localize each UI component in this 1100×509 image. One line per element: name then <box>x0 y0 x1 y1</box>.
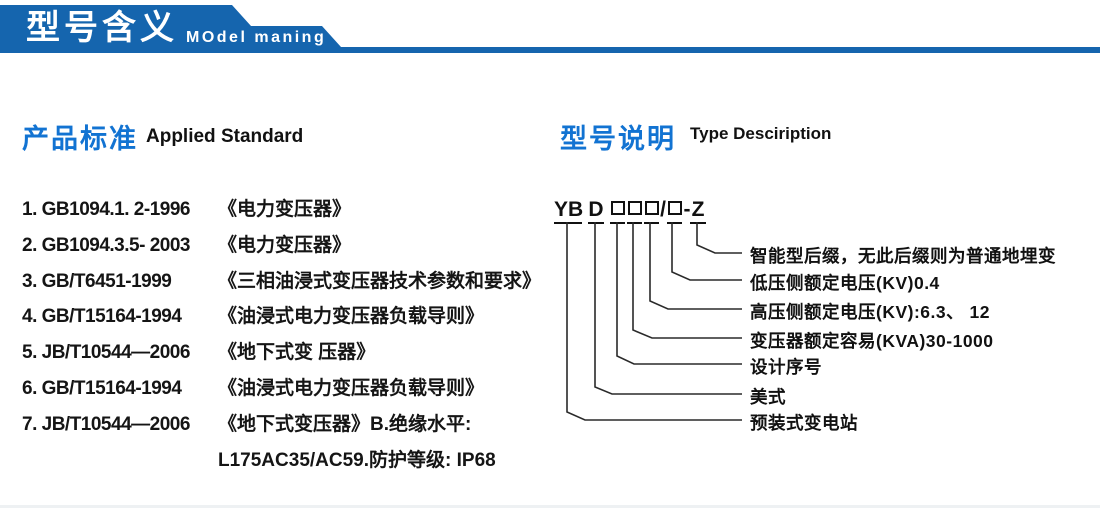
standard-item: 7. JB/T10544—2006 《地下式变压器》B.绝缘水平: <box>22 411 562 447</box>
label-smart-suffix: 智能型后缀，无此后缀则为普通地埋变 <box>750 246 1056 266</box>
label-american-style: 美式 <box>750 387 786 407</box>
standard-name: L175AC35/AC59.防护等级: IP68 <box>218 449 496 471</box>
standard-name: 《油浸式电力变压器负载导则》 <box>218 306 485 328</box>
standard-name: 《地下式变 压器》 <box>218 342 376 364</box>
code-segment-z: Z <box>690 199 706 224</box>
label-lv-voltage: 低压侧额定电压(KV)0.4 <box>750 273 940 293</box>
banner-ribbon <box>0 5 1100 53</box>
standard-code: 2. GB1094.3.5- 2003 <box>22 234 190 256</box>
page-subtitle: MOdel maning <box>186 29 327 46</box>
square-placeholder-icon <box>627 201 642 215</box>
standard-item: 2. GB1094.3.5- 2003 《电力变压器》 <box>22 232 562 268</box>
code-segment-d: D <box>588 199 604 224</box>
standard-code: 1. GB1094.1. 2-1996 <box>22 199 190 220</box>
right-section-subtitle: Type Desciription <box>690 124 832 143</box>
standard-item: 5. JB/T10544—2006 《地下式变 压器》 <box>22 339 562 375</box>
label-prefabricated-substation: 预装式变电站 <box>750 413 858 433</box>
label-hv-voltage: 高压侧额定电压(KV):6.3、 12 <box>750 302 990 322</box>
standard-code: 4. GB/T15164-1994 <box>22 306 182 328</box>
standard-item: 4. GB/T15164-1994 《油浸式电力变压器负载导则》 <box>22 303 562 339</box>
standard-code: 3. GB/T6451-1999 <box>22 270 172 292</box>
code-box-design <box>644 199 659 224</box>
standard-name: 《电力变压器》 <box>218 234 352 256</box>
square-placeholder-icon <box>667 201 682 215</box>
left-section-title: 产品标准 <box>22 124 138 154</box>
standard-code: 6. GB/T15164-1994 <box>22 377 182 399</box>
standard-name: 《三相油浸式变压器技术参数和要求》 <box>218 270 542 292</box>
code-box-lv <box>667 199 682 224</box>
standard-code: 5. JB/T10544—2006 <box>22 342 190 364</box>
standards-list: 1. GB1094.1. 2-1996 《电力变压器》 2. GB1094.3.5… <box>22 196 562 482</box>
code-box-hv <box>627 199 642 224</box>
standard-item: 1. GB1094.1. 2-1996 《电力变压器》 <box>22 196 562 232</box>
left-section-subtitle: Applied Standard <box>146 126 304 147</box>
standard-code: 7. JB/T10544—2006 <box>22 413 190 435</box>
standard-name: 《电力变压器》 <box>218 199 352 220</box>
code-connector-lines <box>566 222 742 421</box>
label-rated-capacity: 变压器额定容易(KVA)30-1000 <box>750 331 994 351</box>
standard-name: 《地下式变压器》B.绝缘水平: <box>218 413 472 435</box>
square-placeholder-icon <box>610 201 625 215</box>
standard-item-continuation: L175AC35/AC59.防护等级: IP68 <box>22 447 562 483</box>
right-section-title: 型号说明 <box>560 124 676 154</box>
bottom-divider <box>0 505 1100 508</box>
code-dash: - <box>683 198 691 221</box>
code-segment-yb: YB <box>554 199 583 224</box>
standard-item: 6. GB/T15164-1994 《油浸式电力变压器负载导则》 <box>22 375 562 411</box>
label-design-serial: 设计序号 <box>750 357 822 377</box>
standard-item: 3. GB/T6451-1999 《三相油浸式变压器技术参数和要求》 <box>22 268 562 304</box>
page-title: 型号含义 <box>26 9 178 47</box>
code-slash: / <box>660 198 666 221</box>
square-placeholder-icon <box>644 201 659 215</box>
standard-name: 《油浸式电力变压器负载导则》 <box>218 377 485 399</box>
